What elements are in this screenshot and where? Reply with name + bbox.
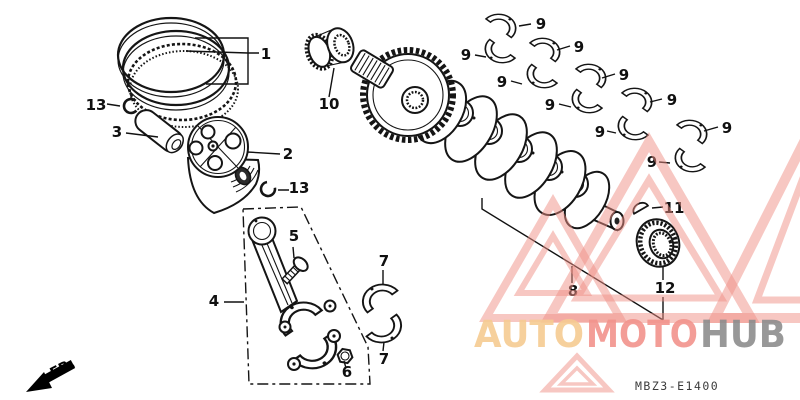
piston: [186, 116, 261, 215]
front-direction-arrow: FR.: [26, 356, 78, 392]
rod-nut: [336, 347, 354, 365]
part-callout-4: 4: [209, 292, 219, 310]
part-callout-9: 9: [536, 15, 546, 33]
part-callout-3: 3: [112, 123, 122, 141]
part-callout-9: 9: [574, 38, 584, 56]
leader-lines: [106, 23, 719, 369]
watermark-text-auto: AUTO: [474, 313, 584, 356]
part-callout-9: 9: [595, 123, 605, 141]
part-callout-13: 13: [289, 179, 310, 197]
fr-arrow-shaft: [41, 360, 76, 384]
part-callout-12: 12: [655, 279, 676, 297]
watermark-triangle: [706, 138, 800, 323]
part-callout-13: 13: [86, 96, 107, 114]
watermark-wordmark: AUTO MOTO HUB: [474, 313, 786, 356]
diagram-code: MBZ3-E1400: [635, 379, 719, 393]
connecting-rod: [247, 216, 337, 337]
watermark-triangle: [570, 173, 728, 302]
part-callout-9: 9: [722, 119, 732, 137]
part-callout-9: 9: [497, 73, 507, 91]
watermark-triangle: [513, 230, 593, 296]
part-callout-6: 6: [342, 363, 352, 381]
part-callout-5: 5: [289, 227, 299, 245]
rod-bearing-shells: [353, 276, 411, 351]
part-callout-9: 9: [461, 46, 471, 64]
piston-ring-set: [116, 16, 239, 128]
watermark-triangle: [539, 352, 615, 393]
piston-pin-clip-left: [122, 97, 140, 115]
part-callout-1: 1: [261, 45, 271, 63]
fr-label: FR.: [48, 356, 78, 382]
fr-arrow-head-icon: [26, 372, 52, 392]
piston-pin-clip-right: [259, 180, 277, 198]
watermark-triangle: [540, 131, 760, 323]
part-callout-10: 10: [319, 95, 340, 113]
part-callout-9: 9: [545, 96, 555, 114]
needle-bearing: [635, 218, 681, 268]
part-callout-2: 2: [283, 145, 293, 163]
crank-splined-stub: [350, 49, 394, 89]
watermark-text-hub: HUB: [700, 313, 786, 356]
watermark-triangle: [751, 176, 800, 304]
piston-pin: [134, 109, 185, 154]
part-callout-7: 7: [379, 350, 389, 368]
watermark-triangle: [556, 365, 598, 386]
rod-bolt: [281, 256, 309, 285]
crankshaft: [350, 47, 625, 232]
watermark-text-moto: MOTO: [586, 313, 698, 356]
connecting-rod-box: [242, 206, 371, 385]
watermark-logo-triangles: [479, 131, 800, 393]
connecting-rod-cap: [287, 329, 347, 379]
part-callout-9: 9: [667, 91, 677, 109]
part-callout-9: 9: [647, 153, 657, 171]
timing-sprocket: [304, 27, 355, 71]
part-callout-9: 9: [619, 66, 629, 84]
part-callout-7: 7: [379, 252, 389, 270]
